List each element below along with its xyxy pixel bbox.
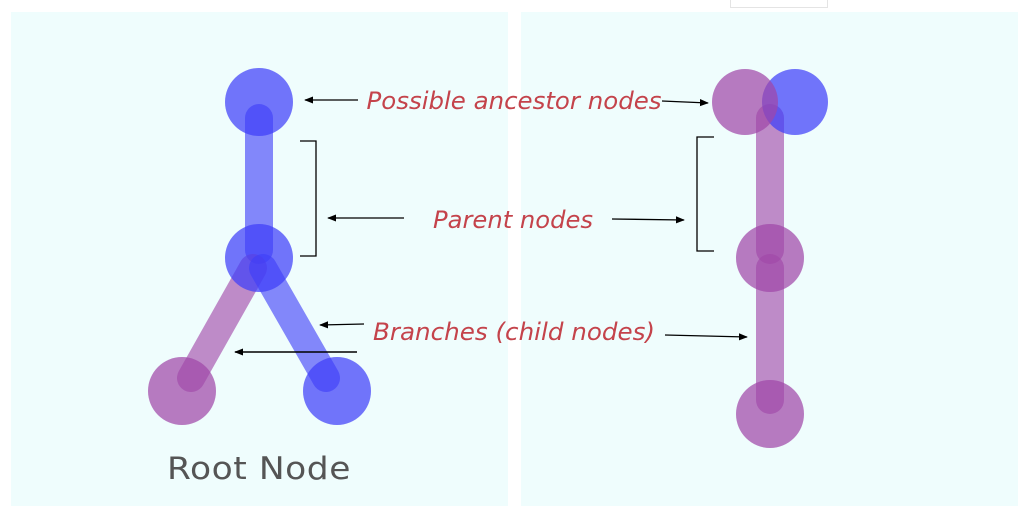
right-ancestor-node-purple [712,69,778,135]
root-node-label: Root Node [167,451,351,487]
parent-label: Parent nodes [433,206,593,234]
left-parent-node [225,224,293,292]
arrow-branch-blue [319,321,365,329]
arrow-parent-right [611,216,685,224]
right-tree [712,69,828,448]
arrow-branch-right [664,333,748,341]
ancestor-label: Possible ancestor nodes [367,87,662,115]
branches-label: Branches (child nodes) [373,318,655,346]
right-child-node [736,380,804,448]
left-tree [148,68,371,425]
arrow-ancestor-right [661,99,709,107]
right-parent-bracket [696,136,714,252]
left-child-node-purple [148,357,216,425]
right-parent-node [736,224,804,292]
top-tab-decoration [730,0,828,8]
left-parent-bracket [300,140,317,257]
left-ancestor-node [225,68,293,136]
left-child-node-blue [303,357,371,425]
right-ancestor-node-blue [762,69,828,135]
